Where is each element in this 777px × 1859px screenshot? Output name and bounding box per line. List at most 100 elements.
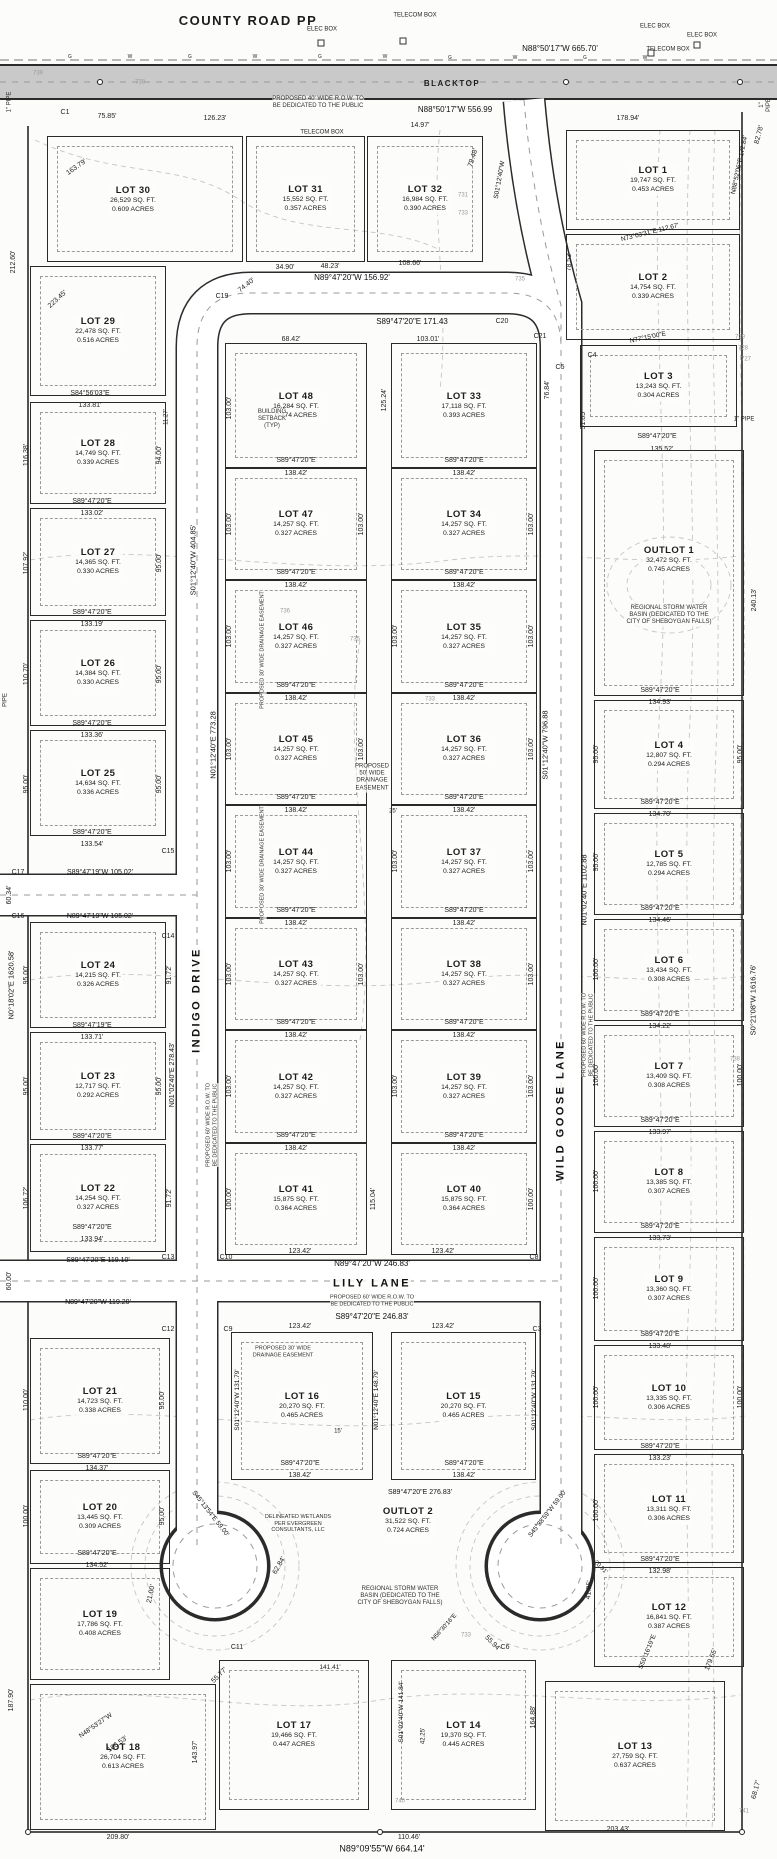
lot-16 bbox=[231, 1332, 373, 1480]
contour-elevation-label: 736 bbox=[279, 608, 291, 615]
dim-label: 115.04' bbox=[369, 1187, 377, 1211]
lot-acres: 0.613 ACRES bbox=[102, 1763, 144, 1771]
dim-label: 95.00' bbox=[155, 553, 163, 573]
dim-label: 95.00' bbox=[22, 965, 30, 985]
street-name-label: INDIGO DRIVE bbox=[190, 947, 204, 1053]
dim-label: C20 bbox=[495, 317, 509, 325]
lot-number: LOT 42 bbox=[278, 1071, 314, 1083]
dim-label: 34.90' bbox=[275, 263, 295, 271]
dim-label: 123.42' bbox=[288, 1322, 312, 1330]
dim-label: S89°47'20"E bbox=[640, 1222, 680, 1230]
lot-number: LOT 4 bbox=[654, 739, 684, 751]
lot-number: LOT 46 bbox=[278, 621, 314, 633]
dim-label: S89°47'20"E bbox=[640, 1330, 680, 1338]
note-label: PROPOSED 40' WIDE R.O.W. TO BE DEDICATED… bbox=[272, 95, 364, 111]
lot-sqft: 13,445 SQ. FT. bbox=[77, 1514, 123, 1522]
bearing-label: N77°15'00"E bbox=[629, 330, 667, 345]
lot-sqft: 15,552 SQ. FT. bbox=[282, 196, 329, 204]
contour-elevation-label: 735 bbox=[349, 636, 361, 643]
lot-sqft: 13,385 SQ. FT. bbox=[646, 1179, 692, 1187]
dim-label: S89°47'20"E bbox=[444, 793, 484, 801]
dim-label: S84°56'03"E bbox=[70, 389, 110, 397]
bearing-label: S01°02'40"W 141.84' bbox=[398, 1681, 406, 1743]
dim-label: 138.42' bbox=[284, 581, 308, 589]
lot-acres: 0.724 ACRES bbox=[387, 1527, 429, 1535]
lot-14 bbox=[391, 1660, 536, 1810]
lot-number: OUTLOT 1 bbox=[643, 545, 695, 556]
lot-sqft: 14,257 SQ. FT. bbox=[441, 858, 487, 866]
dim-label: S89°47'20"E bbox=[637, 432, 677, 440]
dim-label: S89°47'20"E bbox=[444, 681, 484, 689]
dim-label: 187.90' bbox=[7, 1688, 15, 1712]
dim-label: S89°47'20"E bbox=[640, 1010, 680, 1018]
bearing-label: S01°12'40"W 796.88 bbox=[540, 710, 550, 780]
lot-acres: 0.447 ACRES bbox=[273, 1741, 315, 1749]
bearing-label: N0°18'02"E 1620.58' bbox=[6, 950, 16, 1020]
street-name-label: LILY LANE bbox=[332, 1277, 412, 1291]
lot-sqft: 15,875 SQ. FT. bbox=[273, 1196, 319, 1204]
dim-label: C1 bbox=[60, 108, 70, 116]
dim-label: 126.23' bbox=[203, 114, 227, 122]
map-title: COUNTY ROAD PP bbox=[178, 13, 318, 29]
dim-label: 123.42' bbox=[431, 1247, 455, 1255]
lot-sqft: 13,434 SQ. FT. bbox=[646, 967, 692, 975]
bearing-label: N88°50'17"W 556.99 bbox=[417, 105, 493, 115]
lot-19 bbox=[30, 1568, 170, 1680]
dim-label: 100.00' bbox=[736, 1385, 744, 1409]
dim-label: 94.00' bbox=[155, 445, 163, 465]
lot-29 bbox=[30, 266, 166, 396]
contour-elevation-label: 740 bbox=[394, 1798, 406, 1805]
lot-acres: 0.327 ACRES bbox=[275, 1092, 317, 1100]
lot-sqft: 12,785 SQ. FT. bbox=[646, 861, 692, 869]
note-label: PROPOSED 60' WIDE R.O.W. TO BE DEDICATED… bbox=[205, 1083, 219, 1167]
lot-number: LOT 27 bbox=[80, 547, 116, 558]
lot-sqft: 13,409 SQ. FT. bbox=[646, 1073, 692, 1081]
lot-sqft: 14,257 SQ. FT. bbox=[273, 1083, 319, 1091]
dim-label: 108.66' bbox=[398, 259, 422, 267]
contour-elevation-label: 733 bbox=[460, 1632, 472, 1639]
dim-label: 133.77' bbox=[80, 1144, 104, 1152]
dim-label: TELECOM BOX bbox=[300, 129, 344, 136]
lot-acres: 0.327 ACRES bbox=[275, 867, 317, 875]
lot-sqft: 20,270 SQ. FT. bbox=[279, 1403, 325, 1411]
lot-number: LOT 25 bbox=[80, 768, 116, 779]
dim-label: 95.00' bbox=[736, 744, 744, 764]
lot-sqft: 16,984 SQ. FT. bbox=[402, 196, 448, 204]
lot-acres: 0.304 ACRES bbox=[637, 392, 680, 400]
dim-label: 103.01' bbox=[416, 335, 440, 343]
lot-number: LOT 24 bbox=[80, 960, 116, 971]
lot-sqft: 26,529 SQ. FT. bbox=[110, 197, 156, 205]
dim-label: C3 bbox=[532, 1325, 542, 1333]
dim-label: S89°47'20"E bbox=[72, 828, 112, 836]
dim-label: PIPE bbox=[2, 693, 9, 707]
lot-number: LOT 15 bbox=[446, 1391, 481, 1402]
dim-label: C17 bbox=[11, 868, 25, 876]
lot-number: LOT 48 bbox=[278, 390, 314, 402]
lot-sqft: 26,704 SQ. FT. bbox=[100, 1754, 146, 1762]
dim-label: 133.19' bbox=[80, 620, 104, 628]
bearing-label: S0°21'08"W 1616.76' bbox=[748, 964, 758, 1036]
bearing-label: N48°53'27"W bbox=[77, 1711, 114, 1740]
dim-label: TELECOM BOX bbox=[646, 46, 690, 53]
bearing-label: S89°47'19"W 105.02' bbox=[67, 868, 133, 876]
lot-sqft: 14,254 SQ. FT. bbox=[75, 1195, 121, 1203]
lot-acres: 0.445 ACRES bbox=[442, 1741, 485, 1749]
note-label: PROPOSED 50' WIDE DRAINAGE EASEMENT bbox=[354, 763, 390, 793]
dim-label: S89°47'20"E bbox=[276, 1018, 316, 1026]
lot-35 bbox=[391, 580, 537, 693]
lot-acres: 0.327 ACRES bbox=[443, 867, 485, 875]
bearing-label: S89°47'20"E 171.43 bbox=[376, 317, 448, 327]
dim-label: S89°47'20"E bbox=[640, 1116, 680, 1124]
lot-number: LOT 40 bbox=[446, 1184, 482, 1195]
